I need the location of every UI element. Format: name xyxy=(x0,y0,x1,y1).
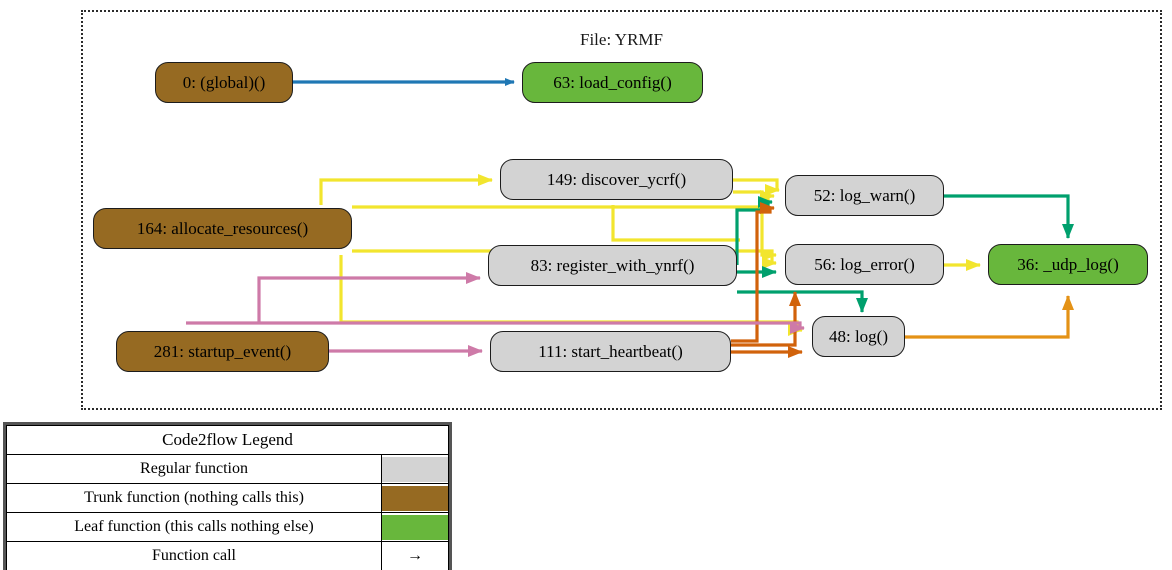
edge-discover-stub xyxy=(611,205,740,242)
legend-swatch-regular xyxy=(381,454,449,484)
legend-label-leaf: Leaf function (this calls nothing else) xyxy=(6,512,382,542)
edge-log-to-_udp_log xyxy=(905,295,1074,339)
edge-start_heartbeat-to-log_warn xyxy=(731,202,775,343)
node-label: 36: _udp_log() xyxy=(1017,254,1119,274)
legend-row-leaf: Leaf function (this calls nothing else) xyxy=(6,512,449,542)
legend-label-regular: Regular function xyxy=(6,454,382,484)
edge-startup_event-to-register_with_ynrf xyxy=(257,272,481,322)
node-_udp_log[interactable]: 36: _udp_log() xyxy=(988,244,1148,285)
legend-label-trunk: Trunk function (nothing calls this) xyxy=(6,483,382,513)
leaf-color-swatch xyxy=(382,514,448,540)
node-label: 83: register_with_ynrf() xyxy=(530,255,695,275)
node-label: 63: load_config() xyxy=(553,72,672,92)
legend: Code2flow Legend Regular function Trunk … xyxy=(3,422,452,570)
node-log_error[interactable]: 56: log_error() xyxy=(785,244,944,285)
edge-register_with_ynrf-to-log xyxy=(737,290,868,313)
node-load_config[interactable]: 63: load_config() xyxy=(522,62,703,103)
edge-discover_ycrf-to-log_warn xyxy=(733,178,780,196)
node-label: 149: discover_ycrf() xyxy=(546,169,687,189)
legend-label-call: Function call xyxy=(6,541,382,570)
regular-color-swatch xyxy=(382,456,448,482)
node-start_heartbeat[interactable]: 111: start_heartbeat() xyxy=(490,331,731,372)
legend-swatch-leaf xyxy=(381,512,449,542)
legend-title: Code2flow Legend xyxy=(6,425,449,455)
arrow-right-icon: → xyxy=(381,541,449,570)
node-global[interactable]: 0: (global)() xyxy=(155,62,293,103)
edge-discover_ycrf-to-log_error xyxy=(733,190,777,261)
node-label: 111: start_heartbeat() xyxy=(538,341,683,361)
node-log[interactable]: 48: log() xyxy=(812,316,905,357)
legend-row-call: Function call → xyxy=(6,541,449,570)
node-startup_event[interactable]: 281: startup_event() xyxy=(116,331,329,372)
node-allocate_resources[interactable]: 164: allocate_resources() xyxy=(93,208,352,249)
edge-start_heartbeat-riser xyxy=(731,291,801,347)
node-label: 48: log() xyxy=(828,326,889,346)
legend-swatch-trunk xyxy=(381,483,449,513)
node-label: 56: log_error() xyxy=(814,254,915,274)
node-label: 52: log_warn() xyxy=(813,185,916,205)
legend-title-row: Code2flow Legend xyxy=(6,425,449,455)
trunk-color-swatch xyxy=(382,485,448,511)
legend-row-trunk: Trunk function (nothing calls this) xyxy=(6,483,449,513)
node-label: 0: (global)() xyxy=(182,72,266,92)
file-cluster: File: YRMF xyxy=(81,10,1162,410)
legend-row-regular: Regular function xyxy=(6,454,449,484)
node-log_warn[interactable]: 52: log_warn() xyxy=(785,175,944,216)
node-discover_ycrf[interactable]: 149: discover_ycrf() xyxy=(500,159,733,200)
cluster-title: File: YRMF xyxy=(580,30,663,49)
edge-allocate_resources-to-discover_ycrf xyxy=(319,174,493,205)
edge-startup_event-to-log xyxy=(186,321,805,334)
edge-log_warn-to-_udp_log xyxy=(944,194,1074,239)
node-label: 281: startup_event() xyxy=(153,341,292,361)
node-label: 164: allocate_resources() xyxy=(136,218,309,238)
node-register_with_ynrf[interactable]: 83: register_with_ynrf() xyxy=(488,245,737,286)
